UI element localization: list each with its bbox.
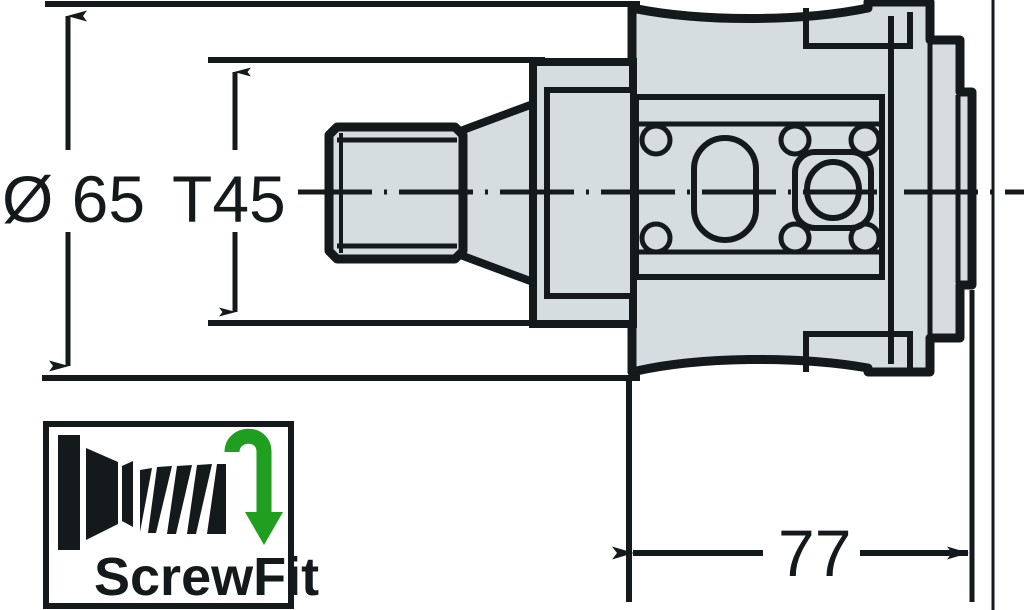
dimension-annotations: Ø 65 T45 77 bbox=[2, 1, 975, 602]
pocket-outer-rect bbox=[633, 94, 885, 280]
pocket-hole-bl bbox=[639, 221, 673, 255]
logo-wordmark: ScrewFit bbox=[94, 547, 319, 607]
top-step-notch bbox=[803, 8, 913, 49]
pocket-hole-bm bbox=[778, 221, 812, 255]
dimension-label-length: 77 bbox=[778, 516, 851, 590]
rotation-arrow-icon bbox=[224, 428, 283, 545]
icon-head-bar bbox=[58, 435, 80, 550]
icon-thread-3 bbox=[167, 465, 192, 534]
icon-thread-1 bbox=[140, 468, 152, 532]
icon-thread-5 bbox=[207, 464, 226, 534]
bottom-step-notch bbox=[803, 331, 913, 372]
icon-thread-4 bbox=[187, 464, 212, 534]
icon-cone bbox=[86, 448, 118, 540]
pocket-hole-tm bbox=[778, 123, 812, 157]
part-geometry bbox=[298, 0, 1024, 610]
dimension-label-taper: T45 bbox=[172, 162, 286, 236]
shank bbox=[324, 122, 468, 264]
head-outer-profile bbox=[627, 0, 977, 377]
icon-threads bbox=[140, 464, 226, 534]
screw-thread-icon bbox=[58, 435, 226, 550]
icon-thread-2 bbox=[148, 466, 172, 533]
shank-outer bbox=[324, 122, 468, 264]
arrow-curve bbox=[224, 428, 272, 520]
oval-slot bbox=[691, 135, 759, 243]
pocket-hole-tl bbox=[639, 123, 673, 157]
arrow-head bbox=[245, 512, 283, 545]
screwfit-logo[interactable]: ScrewFit bbox=[43, 421, 319, 609]
icon-neck bbox=[122, 461, 133, 527]
dimension-label-diameter: Ø 65 bbox=[2, 162, 145, 236]
